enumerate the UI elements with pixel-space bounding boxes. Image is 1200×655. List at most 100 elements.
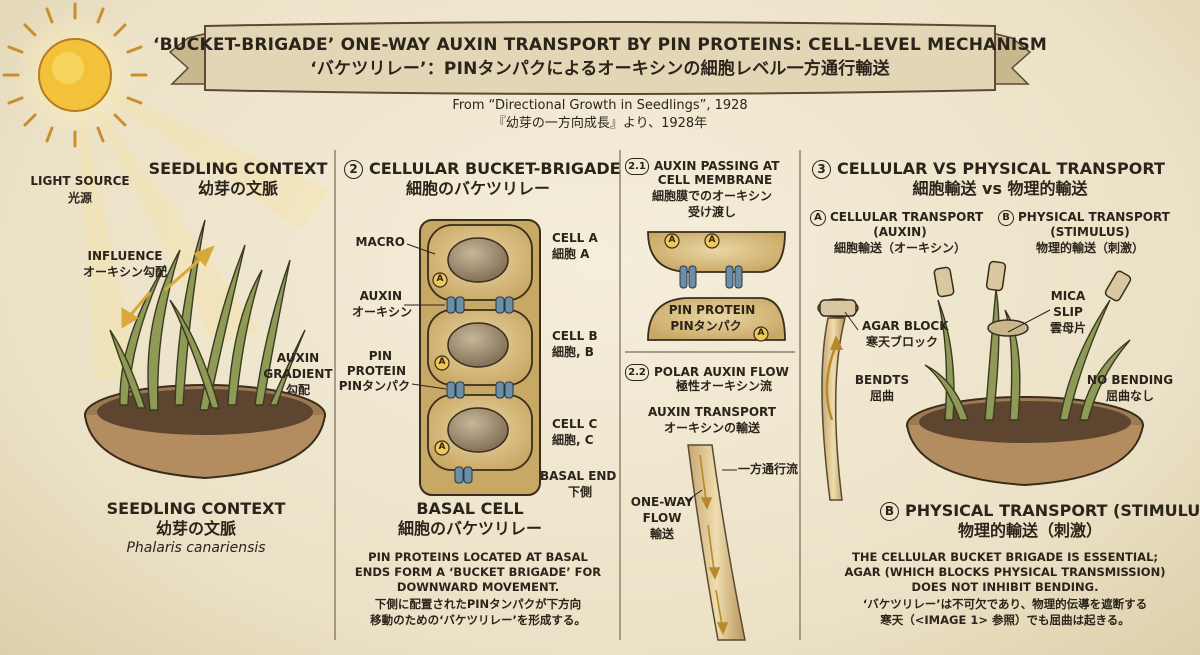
panel2-leaders — [404, 243, 447, 390]
conclusion-ja-2: 寒天（<IMAGE 1> 参照）でも屈曲は起きる。 — [880, 613, 1130, 627]
panel-dividers — [334, 150, 801, 640]
marker-b: B — [998, 210, 1014, 226]
title-en: ‘BUCKET-BRIGADE’ ONE-WAY AUXIN TRANSPORT… — [152, 35, 1048, 55]
seedling-pot-left — [84, 384, 326, 480]
cell-c-label-ja: 細胞, C — [552, 433, 594, 447]
auxin-marker-c: A — [438, 442, 446, 452]
pin-proteins — [446, 296, 514, 484]
light-source-label-ja: 光源 — [67, 191, 93, 205]
light-source-label: LIGHT SOURCE — [30, 174, 130, 188]
panel21-heading-2: CELL MEMBRANE — [657, 173, 773, 187]
nucleus-c — [447, 407, 509, 453]
basal-cell-heading: BASAL CELL — [416, 499, 524, 518]
cellular-transport-label-ja: 細胞輸送（オーキシン） — [833, 241, 967, 255]
auxin-transport-label-ja: オーキシンの輸送 — [663, 421, 761, 435]
seedling-pot-right — [906, 396, 1144, 487]
pin-label-2: PROTEIN — [346, 364, 406, 378]
physical-transport-label-ja: 物理的輸送（刺激） — [1035, 241, 1145, 255]
panel3-number: 3 — [812, 160, 831, 179]
pin-protein-label: PIN PROTEIN — [668, 303, 756, 317]
panel2-desc-1: PIN PROTEINS LOCATED AT BASAL — [368, 550, 588, 564]
pin-label: PIN — [368, 349, 392, 363]
mica-label-2: SLIP — [1053, 305, 1083, 319]
panel2-heading-ja: 細胞のバケツリレー — [405, 179, 551, 198]
panel2-number: 2 — [344, 160, 363, 179]
cell-a-label-ja: 細胞 A — [552, 247, 590, 261]
panel21-number: 2.1 — [625, 158, 649, 175]
title-ja: ‘バケツリレー’：PINタンパクによるオーキシンの細胞レベル一方通行輸送 — [310, 59, 890, 79]
pin-label-ja: PINタンパク — [338, 379, 410, 393]
species-label: Phalaris canariensis — [126, 540, 266, 556]
seedlings-left — [109, 219, 306, 411]
cell-b-label: CELL B — [552, 329, 598, 343]
panel22-number: 2.2 — [625, 364, 649, 381]
cell-a-label: CELL A — [552, 231, 598, 245]
conclusion-3: DOES NOT INHIBIT BENDING. — [911, 580, 1099, 594]
cell-c-label: CELL C — [552, 417, 598, 431]
panel2-desc-3: DOWNWARD MOVEMENT. — [396, 580, 560, 594]
panel2-desc-2: ENDS FORM A ‘BUCKET BRIGADE’ FOR — [354, 565, 602, 579]
nucleus-b — [447, 322, 509, 368]
agar-block-label-ja: 寒天ブロック — [866, 335, 939, 349]
agar-block-label: AGAR BLOCK — [862, 319, 949, 333]
panel1-caption: SEEDLING CONTEXT — [106, 499, 286, 518]
influence-label: INFLUENCE — [87, 249, 163, 263]
gradient-label-ja: 勾配 — [285, 383, 311, 397]
physical-stimulus-heading-ja: 物理的輸送（刺激） — [957, 521, 1103, 540]
auxin-label: AUXIN — [359, 289, 402, 303]
panel1-heading: SEEDLING CONTEXT — [148, 159, 328, 178]
light-rays — [75, 75, 330, 380]
bends-label: BENDTS — [854, 373, 910, 387]
source-ja: 『幼芽の一方向成長』より、1928年 — [492, 116, 708, 131]
bends-label-ja: 屈曲 — [869, 389, 895, 403]
cell-b-label-ja: 細胞, B — [552, 345, 594, 359]
bending-seedling — [821, 309, 1051, 501]
no-bending-label: NO BENDING — [1086, 373, 1174, 387]
panel1-caption-ja: 幼芽の文脈 — [155, 519, 237, 538]
marker-b-2: B — [880, 502, 899, 521]
source-en: From “Directional Growth in Seedlings”, … — [452, 98, 748, 113]
panel2-desc-ja-1: 下側に配置されたPINタンパクが下方向 — [374, 597, 582, 611]
auxin-markers — [432, 272, 450, 456]
auxin-label-ja: オーキシン — [351, 305, 412, 319]
membrane-auxin-3: A — [757, 328, 765, 338]
mica-label-ja: 雲母片 — [1049, 321, 1087, 335]
panel21-heading-ja: 細胞膜でのオーキシン — [651, 189, 773, 203]
membrane-auxin-2: A — [708, 235, 716, 245]
oneway-label-2: FLOW — [642, 511, 682, 525]
oneway-label-ja: 一方通行流 — [738, 462, 799, 476]
auxin-marker-b: A — [438, 357, 446, 367]
gradient-label: AUXIN — [276, 351, 320, 365]
cell-column — [419, 219, 541, 496]
title-banner — [168, 21, 1032, 95]
marker-a: A — [810, 210, 826, 226]
conclusion-ja-1: ‘バケツリレー’は不可欠であり、物理的伝導を遮断する — [862, 597, 1148, 611]
mica-label: MICA — [1050, 289, 1086, 303]
gradient-label-2: GRADIENT — [263, 367, 333, 381]
influence-arrows — [121, 245, 215, 329]
membrane-auxin-1: A — [668, 235, 676, 245]
macro-label: MACRO — [355, 235, 405, 249]
oneway-label: ONE-WAY — [630, 495, 694, 509]
auxin-marker-a: A — [436, 274, 444, 284]
auxin-flow-stem — [687, 444, 746, 641]
membrane-closeup — [647, 231, 786, 342]
auxin-transport-label: AUXIN TRANSPORT — [648, 405, 776, 419]
nucleus-a — [447, 237, 509, 283]
oneway-label-ja-2: 輸送 — [649, 527, 675, 541]
sun-icon — [2, 2, 148, 148]
conclusion-2: AGAR (WHICH BLOCKS PHYSICAL TRANSMISSION… — [844, 565, 1166, 579]
cellular-transport-label-2: (AUXIN) — [873, 225, 927, 239]
no-bending-label-ja: 屈曲なし — [1105, 389, 1155, 403]
physical-transport-label-2: (STIMULUS) — [1050, 225, 1130, 239]
basal-end-label-ja: 下側 — [568, 485, 593, 499]
